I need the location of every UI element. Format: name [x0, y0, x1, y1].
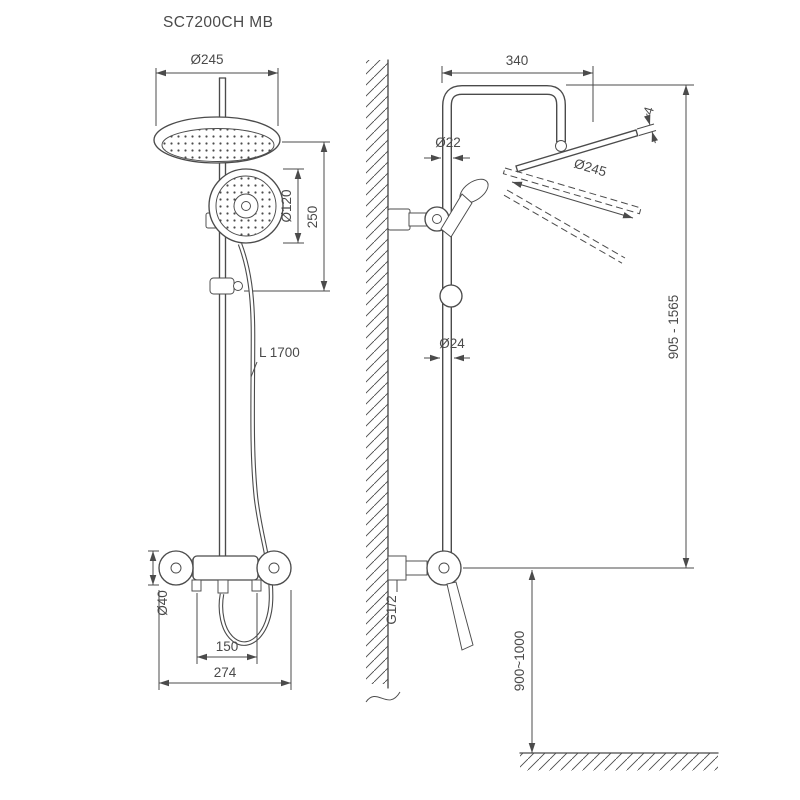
side-dim-arm-reach: 340: [441, 53, 594, 122]
head-diameter-label: Ø245: [190, 52, 223, 67]
side-dim-mounting-height: 900~1000: [512, 570, 536, 753]
hand-diameter-label: Ø120: [279, 189, 294, 222]
hose-length-label: L 1700: [259, 345, 300, 360]
pipe22-label: Ø22: [435, 135, 461, 150]
inlet-spacing-label: 150: [216, 639, 239, 654]
valve-width-label: 274: [214, 665, 237, 680]
side-dim-head-thickness: 4: [636, 105, 658, 144]
side-dim-height-range: 905 - 1565: [463, 84, 694, 569]
arm-reach-label: 340: [506, 53, 529, 68]
pipe24-label: Ø24: [439, 336, 465, 351]
thread-label: G1/2: [384, 595, 399, 624]
wall-bracket-side: [387, 206, 450, 232]
knob-diameter-label: Ø40: [155, 590, 170, 616]
hose-length-label-group: L 1700: [250, 345, 300, 378]
floor-hatching: [520, 753, 718, 771]
height-range-label: 905 - 1565: [666, 295, 681, 360]
shower-hose-front: [218, 243, 274, 646]
wall-hatching: [366, 60, 388, 684]
side-label-pipe24: Ø24: [424, 336, 470, 362]
hand-shower-side: [440, 178, 489, 238]
drop-dimension-label: 250: [305, 206, 320, 229]
slider-knob-side: [439, 284, 463, 308]
wall-break-line: [365, 691, 401, 703]
column-and-arm-pipe: [442, 85, 566, 568]
hand-shower-front: [205, 168, 284, 244]
side-label-pipe22: Ø22: [424, 135, 470, 162]
floor-section: [519, 752, 719, 771]
hand-shower-wand-side: [446, 581, 474, 651]
front-dim-hand-diameter: Ø120: [279, 168, 304, 244]
front-dim-valve-width: 274: [158, 590, 292, 690]
mounting-height-label: 900~1000: [512, 631, 527, 691]
side-label-thread: G1/2: [384, 580, 399, 625]
overhead-shower-front: [153, 116, 281, 164]
front-view: Ø245 Ø120: [148, 52, 330, 690]
side-view: 340 905 - 1565 Ø245: [365, 53, 719, 771]
model-title: SC7200CH MB: [163, 14, 273, 31]
front-dim-inlet-spacing: 150: [196, 593, 258, 664]
side-head-diameter-label: Ø245: [572, 156, 608, 180]
valve-side: [387, 550, 462, 586]
slider-clamp-front: [209, 277, 243, 295]
overhead-shower-tilt-positions: [502, 167, 642, 264]
thermostatic-valve-front: [158, 550, 292, 594]
front-dim-drop: 250: [244, 141, 330, 292]
head-thickness-label: 4: [640, 105, 657, 117]
overhead-shower-side: [515, 129, 639, 173]
wall-section: [365, 59, 401, 703]
front-dim-head-diameter: Ø245: [155, 52, 279, 126]
